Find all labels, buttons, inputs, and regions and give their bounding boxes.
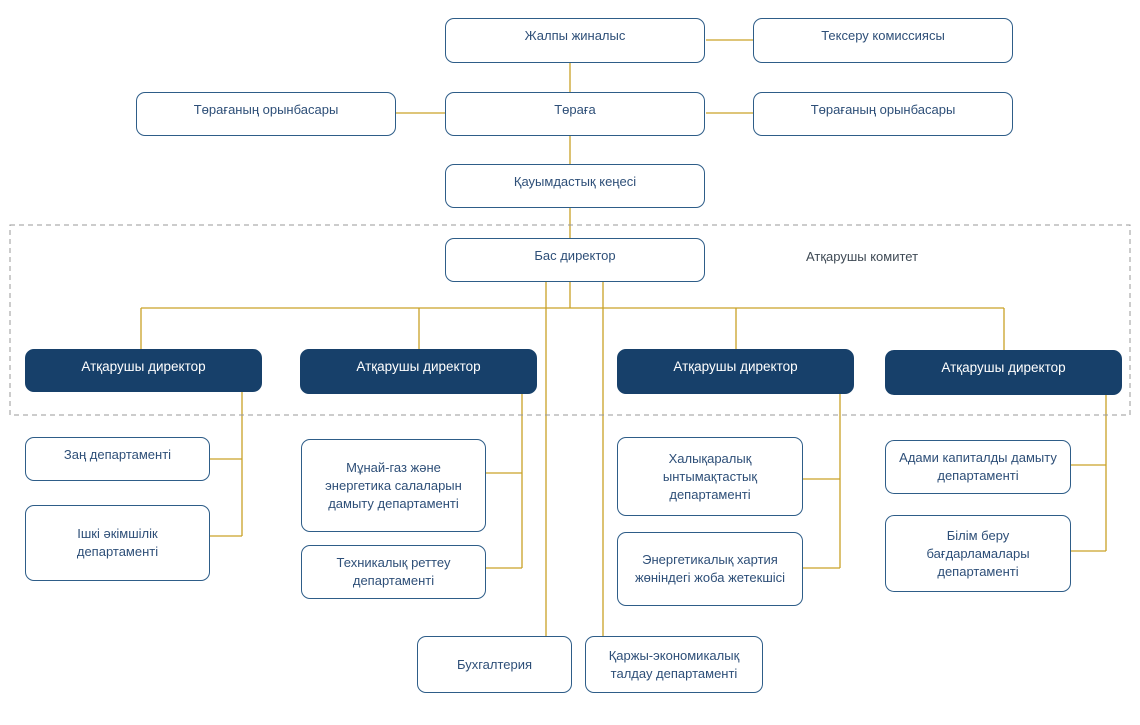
- international-department-box: Халықаралық ынтымақтастық департаменті: [617, 437, 803, 516]
- chairman-box: Төраға: [445, 92, 705, 136]
- energy-charter-box: Энергетикалық хартия жөніндегі жоба жете…: [617, 532, 803, 606]
- vice-chairman-left-box: Төрағаның орынбасары: [136, 92, 396, 136]
- vice-chairman-right-box: Төрағаның орынбасары: [753, 92, 1013, 136]
- executive-committee-label: Атқарушы комитет: [806, 249, 919, 264]
- legal-department-box: Заң департаменті: [25, 437, 210, 481]
- human-capital-department-box: Адами капиталды дамыту департаменті: [885, 440, 1071, 494]
- general-meeting-box: Жалпы жиналыс: [445, 18, 705, 63]
- ceo-box: Бас директор: [445, 238, 705, 282]
- executive-director-1-box: Атқарушы директор: [25, 349, 262, 392]
- audit-commission-box: Тексеру комиссиясы: [753, 18, 1013, 63]
- finance-department-box: Қаржы-экономикалық талдау департаменті: [585, 636, 763, 693]
- oil-gas-department-box: Мұнай-газ және энергетика салаларын дамы…: [301, 439, 486, 532]
- executive-director-3-box: Атқарушы директор: [617, 349, 854, 394]
- internal-admin-department-box: Ішкі әкімшілік департаменті: [25, 505, 210, 581]
- executive-director-4-box: Атқарушы директор: [885, 350, 1122, 395]
- executive-committee-frame: [9, 224, 1131, 416]
- technical-regulation-department-box: Техникалық реттеу департаменті: [301, 545, 486, 599]
- accounting-box: Бухгалтерия: [417, 636, 572, 693]
- association-council-box: Қауымдастық кеңесі: [445, 164, 705, 208]
- education-department-box: Білім беру бағдарламалары департаменті: [885, 515, 1071, 592]
- executive-director-2-box: Атқарушы директор: [300, 349, 537, 394]
